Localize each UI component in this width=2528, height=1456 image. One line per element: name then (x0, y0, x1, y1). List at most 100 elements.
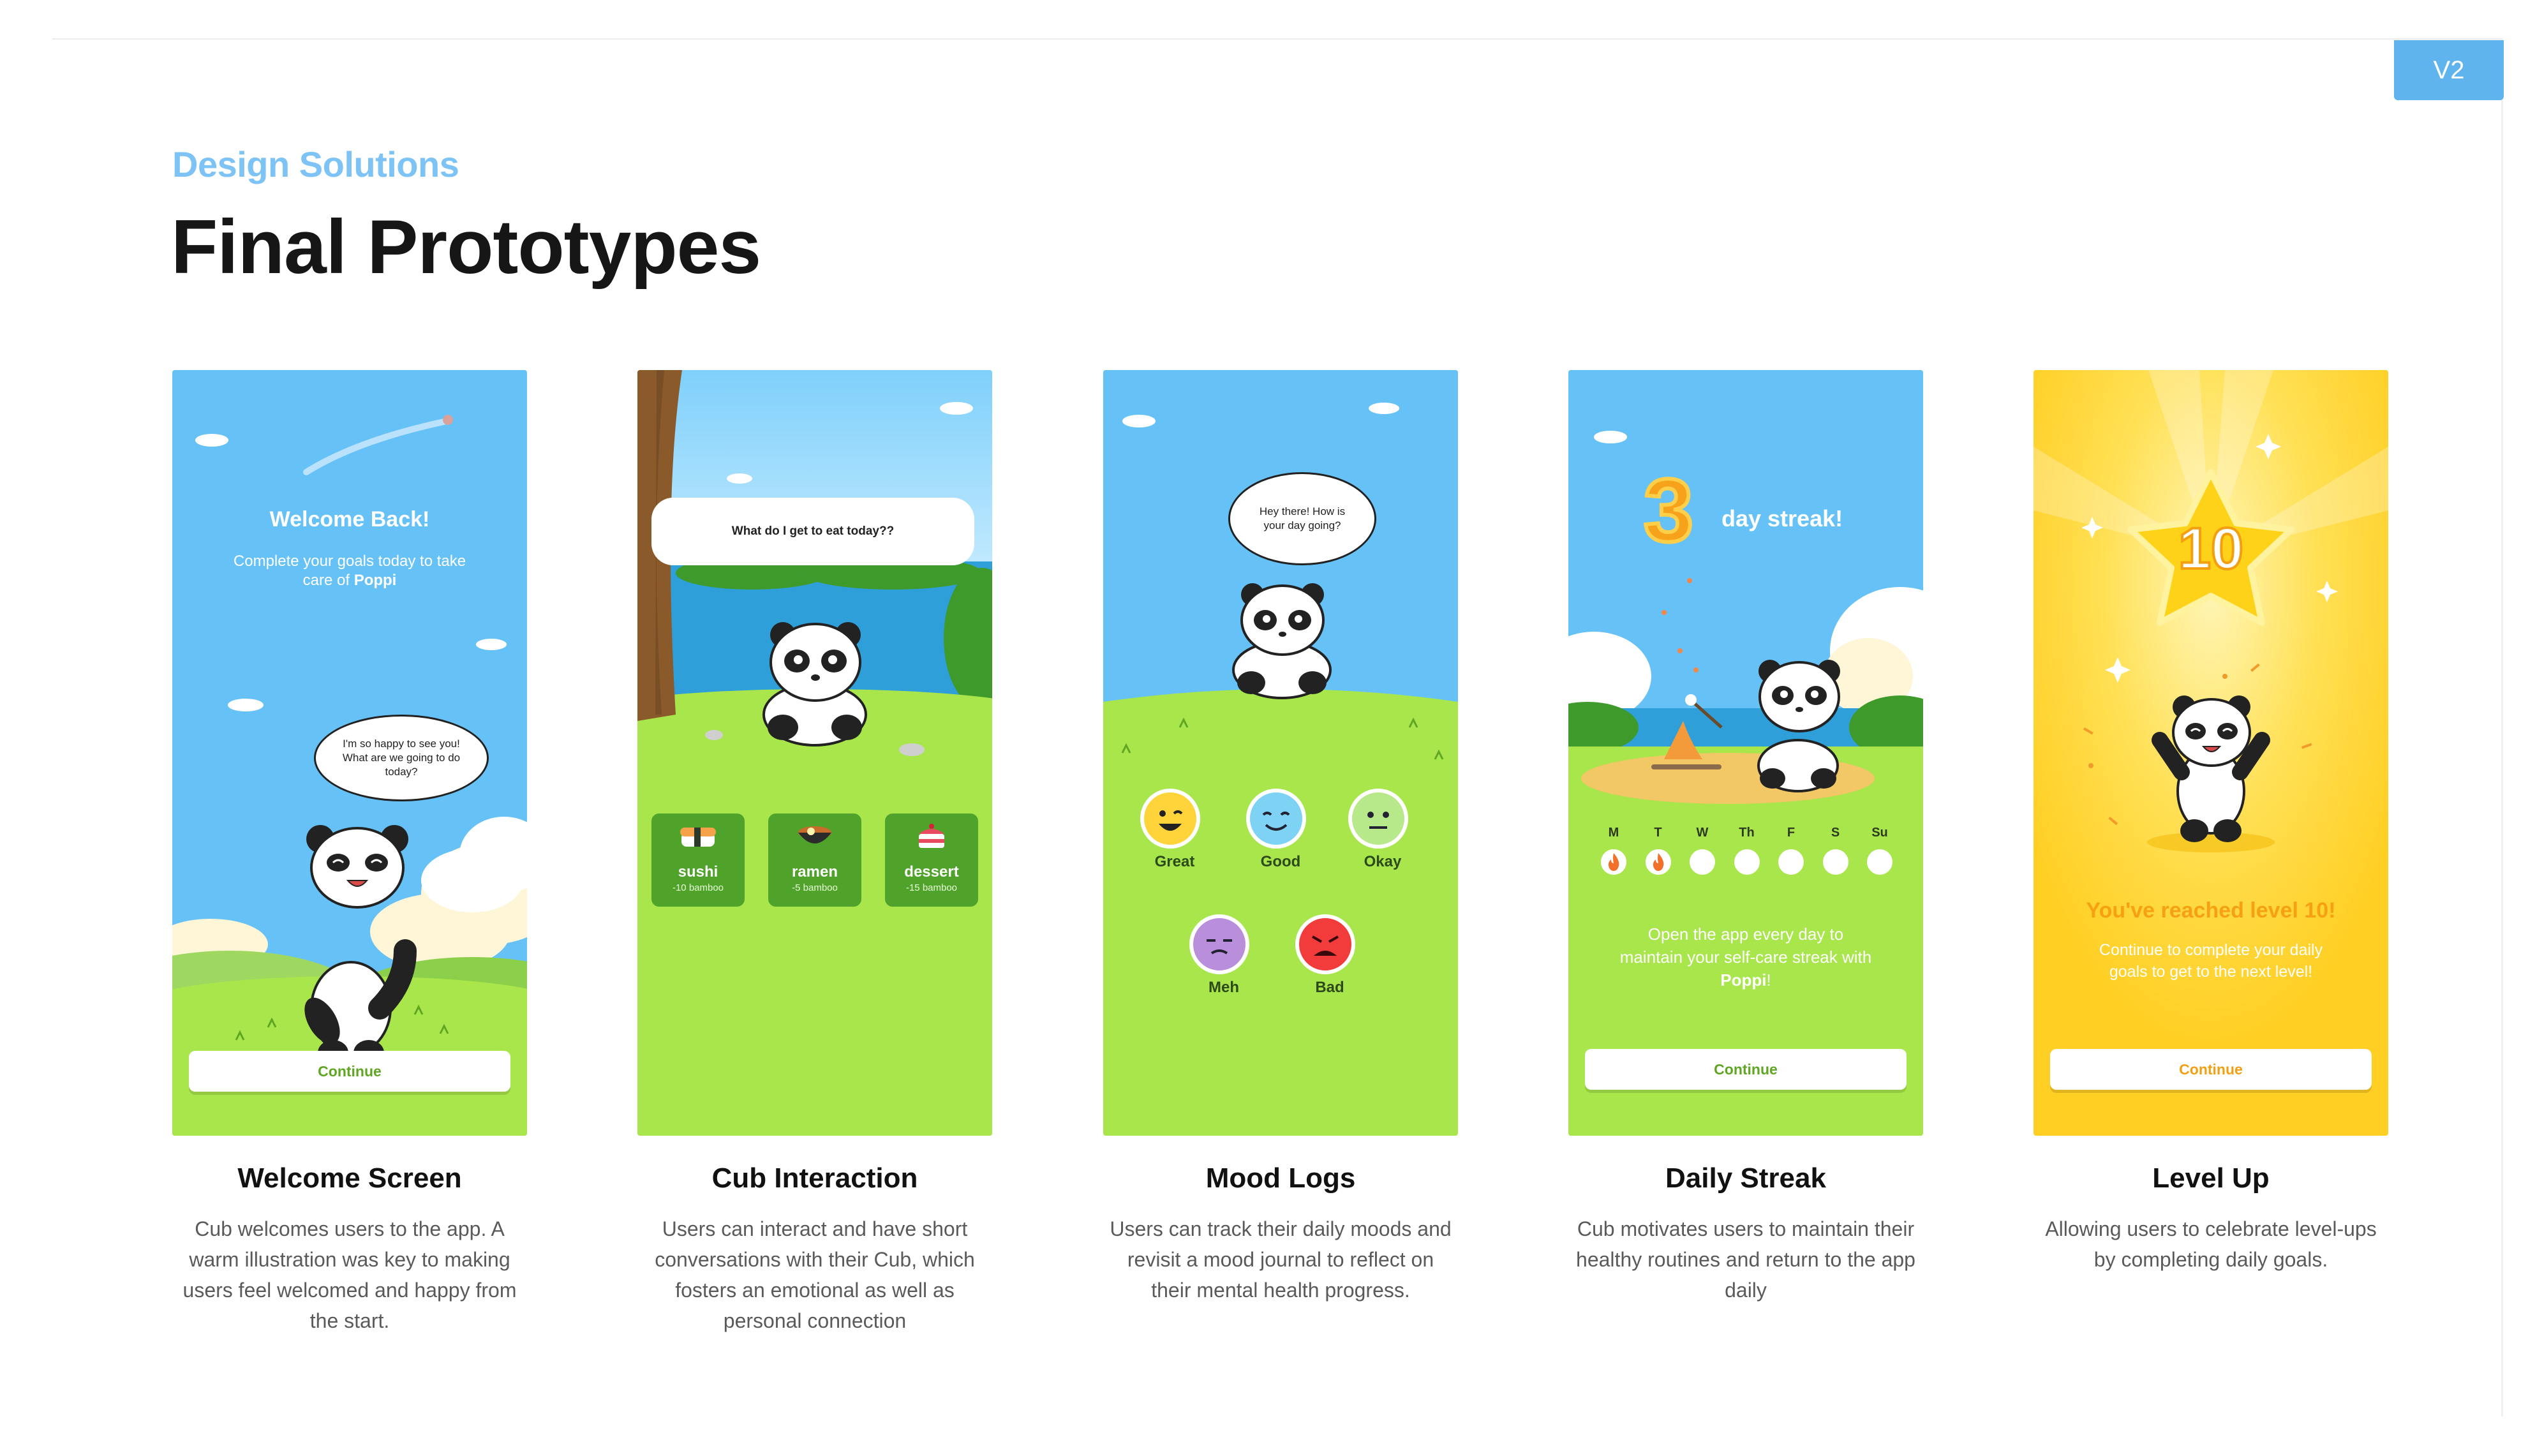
welcome-subtitle: Complete your goals today to take care o… (217, 552, 482, 590)
streak-number: 3 (1642, 460, 1695, 560)
level-continue-button[interactable]: Continue (2050, 1049, 2372, 1090)
empty-day-icon (1734, 849, 1760, 875)
section-eyebrow: Design Solutions (172, 144, 459, 184)
sushi-icon (680, 828, 716, 847)
cake-icon (919, 824, 944, 848)
weekday-label: W (1696, 826, 1709, 840)
level-card-title: Level Up (2152, 1163, 2270, 1194)
level-card: 10 You've reached level 10! Continue to … (2034, 370, 2388, 1275)
panda-illustration (762, 622, 867, 747)
weekday-su: Su (1864, 826, 1896, 875)
streak-screen-mockup: 3 day streak! M T W Th F S Su Open the app eve… (1568, 370, 1923, 1136)
level-subtitle: Continue to complete your daily goals to… (2099, 941, 2323, 981)
mood-option-good[interactable]: Good (1245, 788, 1316, 871)
cub-speech-text: What do I get to eat today?? (731, 524, 895, 538)
mood-speech-bubble: Hey there! How is your day going? (1228, 472, 1376, 565)
food-option-dessert[interactable]: dessert -15 bamboo (885, 813, 978, 907)
level-heading: You've reached level 10! (2086, 898, 2336, 923)
mood-label: Good (1260, 853, 1301, 870)
panda-illustration (1757, 660, 1840, 792)
weekday-th: Th (1731, 826, 1763, 875)
okay-face-icon (1348, 789, 1408, 849)
streak-card-title: Daily Streak (1665, 1163, 1826, 1194)
streak-card: 3 day streak! M T W Th F S Su Open the app eve… (1568, 370, 1923, 1305)
welcome-card-title: Welcome Screen (237, 1163, 462, 1194)
weekday-t: T (1642, 826, 1674, 875)
ramen-icon (798, 826, 831, 843)
weekday-f: F (1775, 826, 1807, 875)
mood-card-title: Mood Logs (1205, 1163, 1356, 1194)
right-divider (2501, 38, 2503, 1416)
streak-scene-illustration (1568, 370, 1923, 1136)
mood-option-meh[interactable]: Meh (1189, 914, 1259, 997)
mood-label: Okay (1364, 853, 1402, 870)
welcome-continue-button[interactable]: Continue (189, 1051, 510, 1092)
food-cost: -15 bamboo (905, 882, 958, 893)
streak-card-description: Cub motivates users to maintain their he… (1576, 1217, 1915, 1302)
panda-illustration (2152, 695, 2270, 842)
empty-day-icon (1867, 849, 1892, 875)
level-card-description: Allowing users to celebrate level-ups by… (2045, 1217, 2377, 1271)
food-name: sushi (678, 863, 718, 880)
pet-name: Poppi (353, 572, 397, 589)
mood-option-bad[interactable]: Bad (1295, 914, 1365, 997)
mood-label: Great (1154, 853, 1195, 870)
welcome-heading: Welcome Back! (269, 507, 430, 531)
level-screen-mockup: 10 You've reached level 10! Continue to … (2034, 370, 2388, 1136)
mood-option-great[interactable]: Great (1140, 788, 1210, 871)
food-option-ramen[interactable]: ramen -5 bamboo (768, 813, 861, 907)
mood-screen-mockup: Hey there! How is your day going? Great … (1103, 370, 1458, 1136)
welcome-card: Welcome Back! Complete your goals today … (172, 370, 527, 1336)
cub-speech-bubble: What do I get to eat today?? (651, 498, 974, 565)
streak-message-end: ! (1766, 970, 1771, 990)
weekday-w: W (1686, 826, 1718, 875)
flame-icon (1645, 849, 1671, 875)
cub-scene-illustration (637, 370, 992, 1136)
welcome-speech-text: I'm so happy to see you! What are we goi… (342, 738, 461, 778)
weekday-m: M (1598, 826, 1630, 875)
level-scene-illustration (2034, 370, 2388, 1136)
mood-card: Hey there! How is your day going? Great … (1103, 370, 1458, 1305)
welcome-speech-bubble: I'm so happy to see you! What are we goi… (314, 715, 489, 801)
mood-speech-text: Hey there! How is your day going? (1259, 505, 1346, 531)
food-name: ramen (791, 863, 838, 880)
level-number: 10 (2177, 515, 2245, 583)
food-cost: -10 bamboo (672, 882, 724, 893)
cub-card-title: Cub Interaction (711, 1163, 918, 1194)
welcome-subtitle-text: Complete your goals today to take care o… (233, 553, 466, 589)
weekday-s: S (1820, 826, 1852, 875)
great-face-icon (1140, 789, 1200, 849)
good-face-icon (1246, 789, 1306, 849)
top-divider (52, 38, 2502, 40)
food-name: dessert (904, 863, 959, 880)
streak-continue-button[interactable]: Continue (1585, 1049, 1907, 1090)
weekday-label: F (1787, 826, 1796, 840)
streak-message: Open the app every day to maintain your … (1618, 923, 1873, 992)
cub-screen-mockup: What do I get to eat today?? sushi -10 b… (637, 370, 992, 1136)
version-tag[interactable]: V2 (2394, 40, 2504, 100)
mood-card-description: Users can track their daily moods and re… (1110, 1217, 1452, 1302)
mood-label: Bad (1315, 979, 1344, 996)
mood-option-okay[interactable]: Okay (1348, 788, 1418, 871)
empty-day-icon (1778, 849, 1804, 875)
weekday-label: Th (1739, 826, 1755, 840)
welcome-screen-mockup: Welcome Back! Complete your goals today … (172, 370, 527, 1136)
weekday-label: S (1831, 826, 1840, 840)
cub-card: What do I get to eat today?? sushi -10 b… (637, 370, 992, 1336)
flame-icon (1601, 849, 1626, 875)
mood-label: Meh (1208, 979, 1239, 996)
streak-label: day streak! (1721, 505, 1843, 531)
cub-card-description: Users can interact and have short conver… (655, 1217, 975, 1332)
meh-face-icon (1189, 914, 1249, 974)
page-title: Final Prototypes (171, 204, 761, 290)
bad-face-icon (1295, 914, 1355, 974)
weekday-label: T (1654, 826, 1662, 840)
weekday-label: M (1608, 826, 1619, 840)
food-cost: -5 bamboo (792, 882, 838, 893)
food-option-sushi[interactable]: sushi -10 bamboo (651, 813, 745, 907)
pet-name: Poppi (1720, 970, 1767, 990)
streak-message-text: Open the app every day to maintain your … (1619, 925, 1872, 967)
empty-day-icon (1822, 849, 1848, 875)
welcome-card-description: Cub welcomes users to the app. A warm il… (182, 1217, 517, 1332)
weekday-label: Su (1871, 826, 1888, 840)
